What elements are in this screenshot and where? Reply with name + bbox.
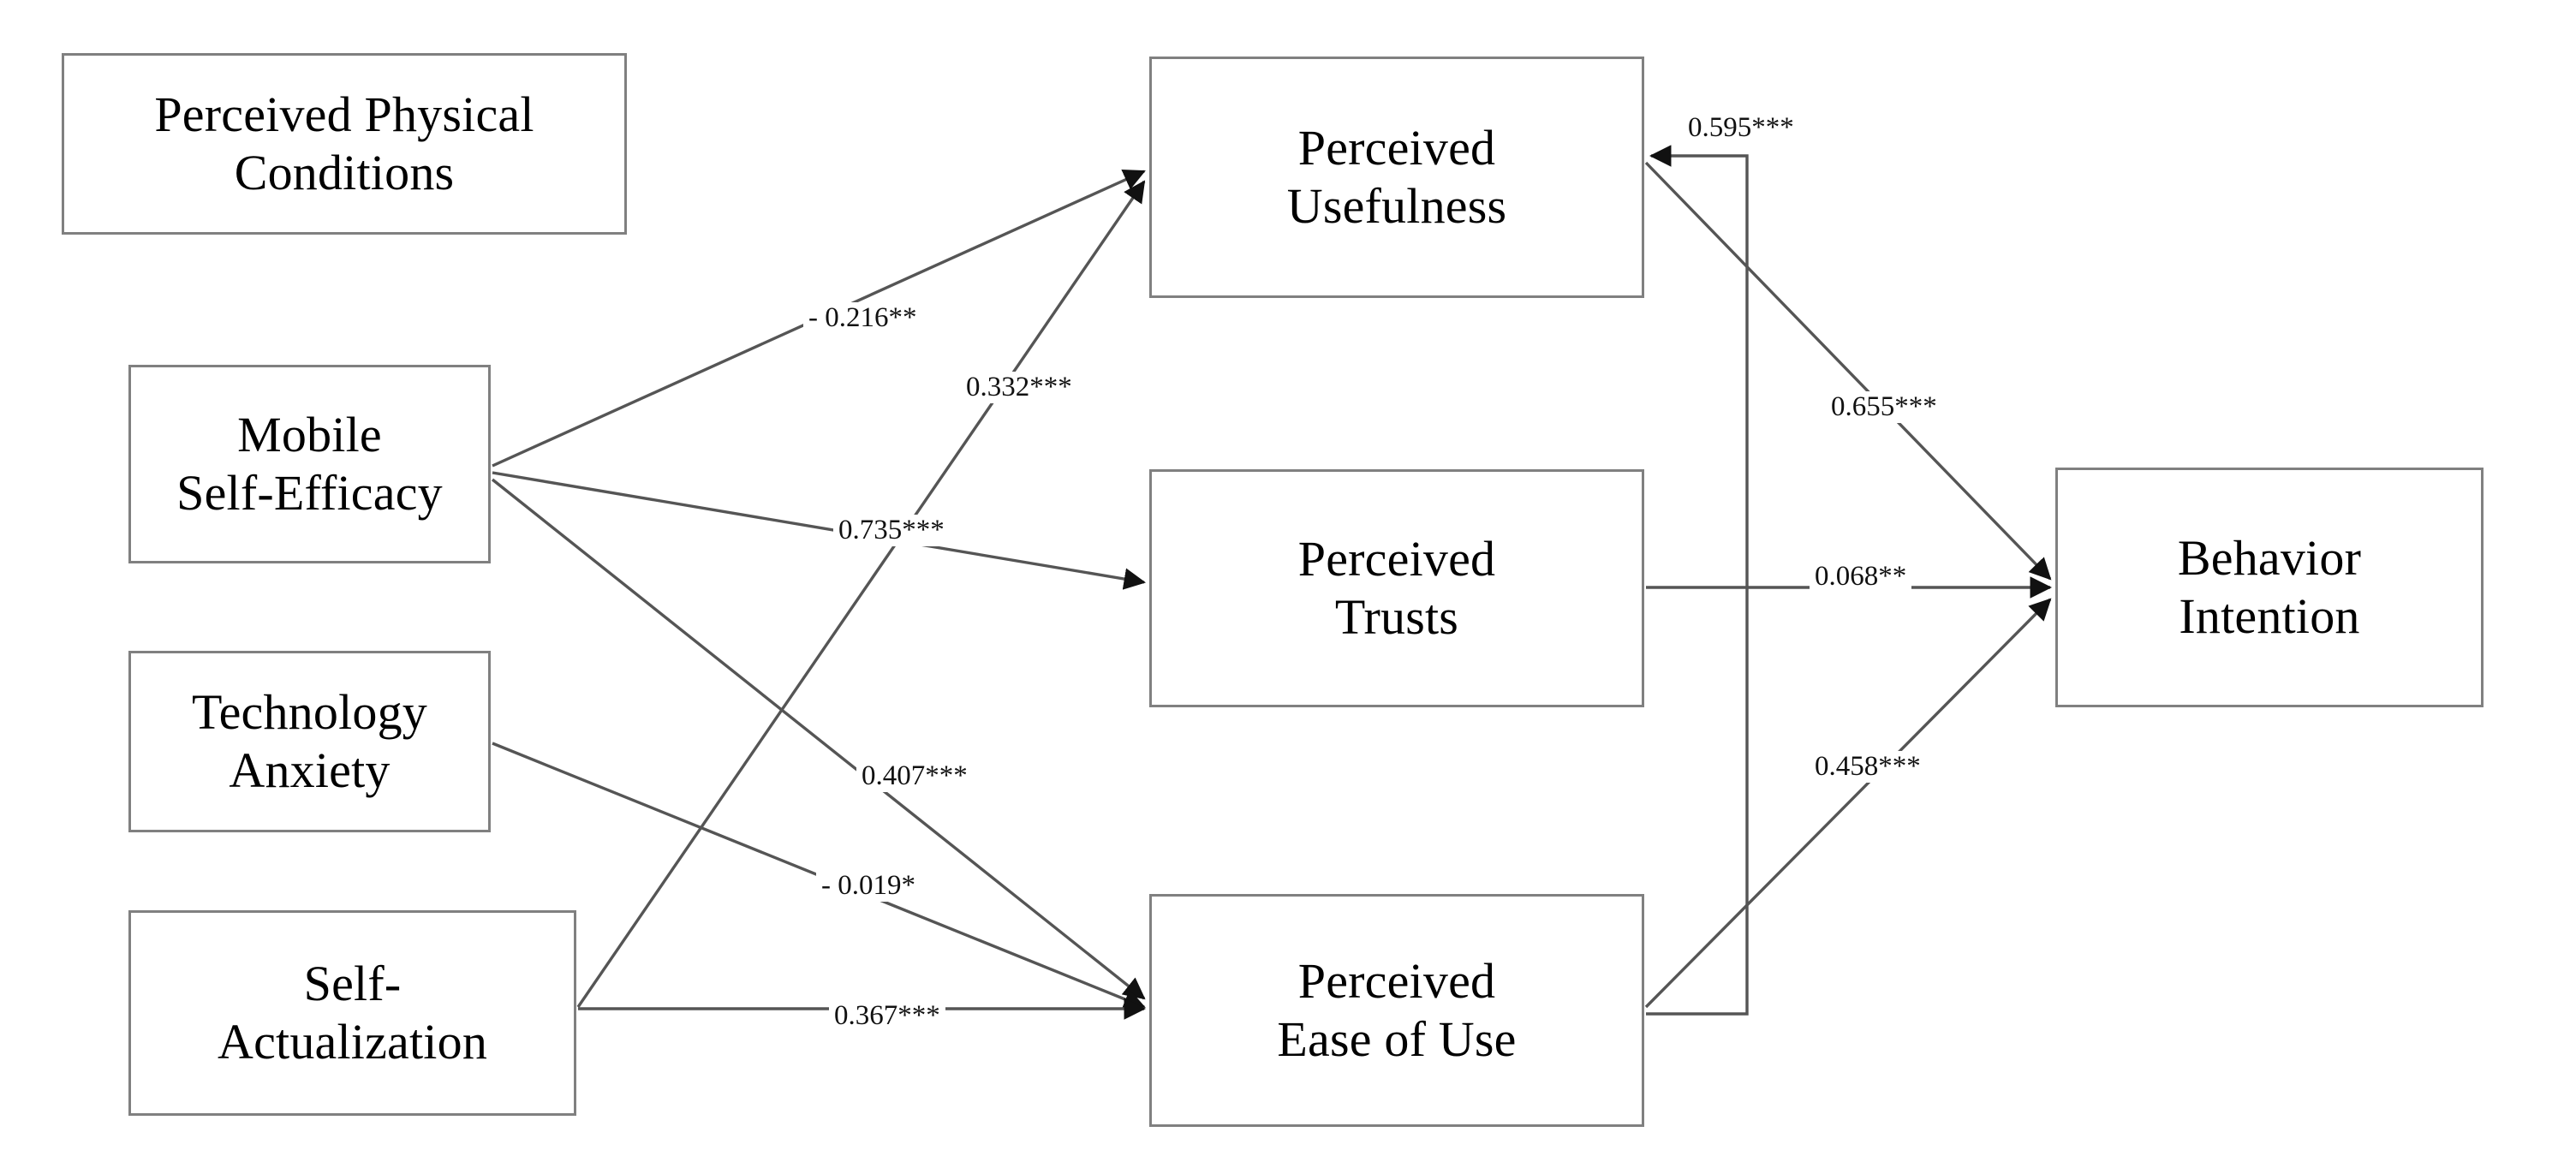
edge-pu-to-bi [1644, 161, 2052, 581]
edge-label-sa-to-pu: 0.332*** [961, 372, 1077, 403]
node-mobile-self-efficacy[interactable]: Mobile Self-Efficacy [128, 365, 491, 563]
edge-label-mse-to-peou: 0.407*** [856, 760, 973, 792]
node-perceived-ease-of-use[interactable]: Perceived Ease of Use [1149, 894, 1644, 1127]
edge-label-peou-to-bi: 0.458*** [1810, 751, 1926, 783]
edge-label-sa-to-peou: 0.367*** [829, 1000, 945, 1032]
node-perceived-usefulness[interactable]: Perceived Usefulness [1149, 57, 1644, 298]
edge-mse-to-pt [492, 471, 1147, 590]
edge-label-pt-to-bi: 0.068** [1810, 561, 1912, 593]
node-technology-anxiety[interactable]: Technology Anxiety [128, 651, 491, 832]
node-behavior-intention[interactable]: Behavior Intention [2055, 468, 2484, 707]
edge-label-mse-to-pu: - 0.216** [803, 302, 922, 334]
edge-peou-to-pu [1646, 145, 1749, 1016]
edge-sa-to-pu [576, 180, 1146, 1008]
node-perceived-trusts[interactable]: Perceived Trusts [1149, 469, 1644, 707]
edge-label-mse-to-pt: 0.735*** [833, 515, 950, 546]
edge-peou-to-bi [1644, 598, 2052, 1009]
edge-label-pu-to-bi: 0.655*** [1826, 391, 1942, 423]
node-self-actualization[interactable]: Self- Actualization [128, 910, 576, 1116]
node-perceived-physical-conditions[interactable]: Perceived Physical Conditions [62, 53, 627, 235]
edge-label-peou-to-pu: 0.595*** [1683, 112, 1799, 144]
edge-label-ta-to-peou: - 0.019* [816, 870, 921, 902]
edge-mse-to-peou [491, 478, 1146, 1000]
